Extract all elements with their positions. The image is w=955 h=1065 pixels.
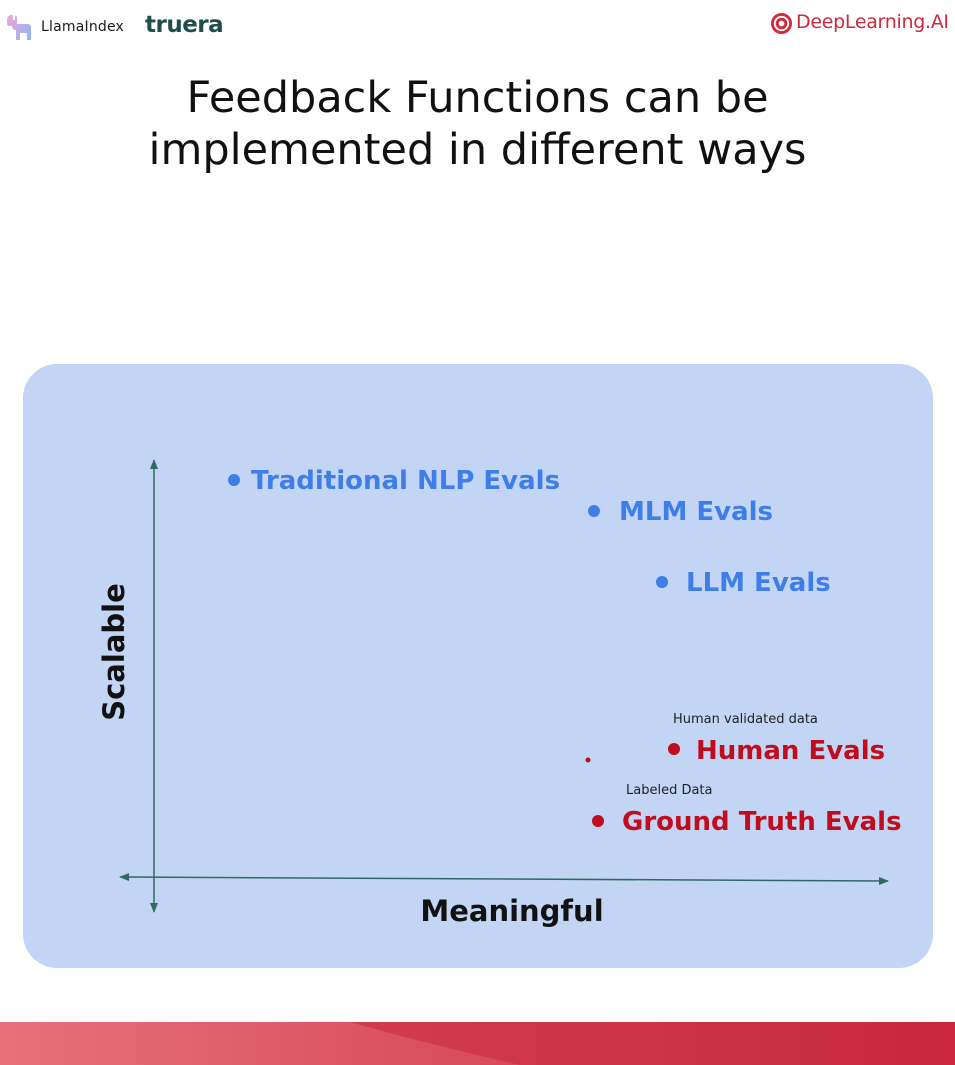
point-note: Labeled Data [626,783,713,798]
y-axis-label: Scalable [97,583,131,721]
stray-dot [585,757,591,763]
point-label: LLM Evals [686,568,831,598]
x-axis-label: Meaningful [420,894,603,928]
point-marker [228,474,240,486]
deeplearning-logo-icon [770,12,793,35]
point-traditional-nlp-evals: Traditional NLP Evals [228,466,560,496]
truera-wordmark: truera [145,12,224,38]
point-label: Traditional NLP Evals [251,466,560,496]
point-llm-evals: LLM Evals [656,568,831,598]
slide-title-line-1: Feedback Functions can be [186,73,769,123]
point-marker [592,815,604,827]
point-marker [588,505,600,517]
point-marker [668,743,680,755]
point-mlm-evals: MLM Evals [588,497,773,527]
point-label: Human Evals [696,736,885,766]
x-axis-arrow [119,873,889,885]
slide-title-line-2: implemented in different ways [148,125,807,176]
point-note: Human validated data [673,712,818,727]
llama-logo-icon [7,15,31,40]
point-label: MLM Evals [619,497,773,527]
llamaindex-wordmark: LlamaIndex [41,19,125,35]
point-label: Ground Truth Evals [622,807,902,837]
diagram-panel [23,364,933,968]
footer-band [0,1022,955,1065]
point-human-evals: Human validated data Human Evals [668,712,885,766]
deeplearning-wordmark: DeepLearning.AI [796,11,949,33]
slide-title: Feedback Functions can be implemented in… [0,72,955,177]
point-ground-truth-evals: Labeled Data Ground Truth Evals [592,783,902,837]
point-marker [656,576,668,588]
